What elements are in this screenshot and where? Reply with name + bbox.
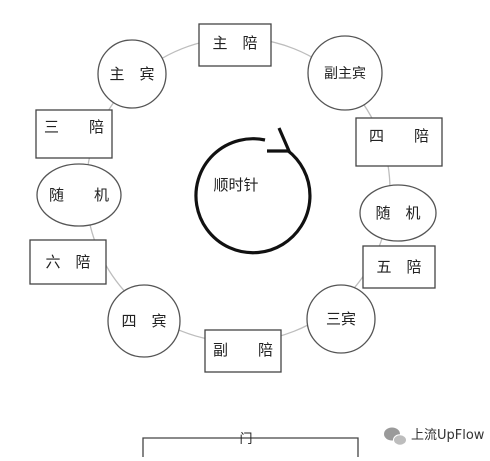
clockwise-arrow-head [267, 127, 292, 153]
seat-san-bin-label: 三宾 [326, 310, 356, 328]
seat-zhu-bin: 主 宾 [97, 39, 167, 109]
clockwise-arrow: 顺时针 [194, 127, 312, 255]
seat-wu-pei: 五 陪 [362, 245, 436, 289]
seat-san-bin-circle [306, 284, 376, 354]
seat-wu-pei-label: 五 陪 [376, 258, 421, 276]
seat-sui-ji-right: 随 机 [359, 184, 437, 242]
seat-sui-ji-left-label: 随 机 [49, 186, 109, 204]
door: 门 [142, 432, 359, 457]
seat-zhu-pei: 主 陪 [198, 23, 272, 67]
seat-zhu-bin-circle [97, 39, 167, 109]
center-label: 顺时针 [213, 176, 258, 194]
seat-fu-zhu-bin-label: 副主宾 [324, 66, 366, 82]
seat-sui-ji-right-label: 随 机 [375, 204, 420, 222]
seat-fu-zhu-bin: 副主宾 [307, 35, 383, 111]
seat-fu-pei-box [204, 329, 282, 373]
seat-si-bin-circle [107, 284, 181, 358]
watermark: 上流UpFlow [384, 427, 485, 446]
seat-liu-pei-label: 六 陪 [45, 253, 90, 271]
seat-san-pei: 三 陪 [35, 109, 113, 159]
seat-san-pei-label: 三 陪 [44, 118, 104, 136]
wechat-icon-bubble-small [393, 434, 407, 446]
seat-si-bin: 四 宾 [107, 284, 181, 358]
seat-si-bin-label: 四 宾 [121, 312, 166, 330]
door-frame [142, 437, 359, 457]
seat-si-pei-box [355, 117, 443, 167]
seat-liu-pei-box [29, 239, 107, 285]
seat-si-pei-label: 四 陪 [369, 127, 429, 145]
seat-fu-zhu-bin-circle [307, 35, 383, 111]
seat-sui-ji-left: 随 机 [36, 163, 122, 227]
seat-wu-pei-box [362, 245, 436, 289]
seat-sui-ji-right-ellipse [359, 184, 437, 242]
seat-zhu-pei-label: 主 陪 [212, 34, 257, 52]
seat-si-pei: 四 陪 [355, 117, 443, 167]
seat-san-bin: 三宾 [306, 284, 376, 354]
watermark-text: 上流UpFlow [411, 428, 485, 443]
seat-liu-pei: 六 陪 [29, 239, 107, 285]
door-label: 门 [239, 432, 252, 447]
seat-fu-pei-label: 副 陪 [213, 341, 273, 359]
seat-san-pei-box [35, 109, 113, 159]
seat-sui-ji-left-ellipse [36, 163, 122, 227]
seat-fu-pei: 副 陪 [204, 329, 282, 373]
seat-zhu-pei-box [198, 23, 272, 67]
wechat-icon [384, 427, 407, 446]
clockwise-arrow-arc [194, 137, 312, 255]
seat-zhu-bin-label: 主 宾 [109, 65, 154, 83]
